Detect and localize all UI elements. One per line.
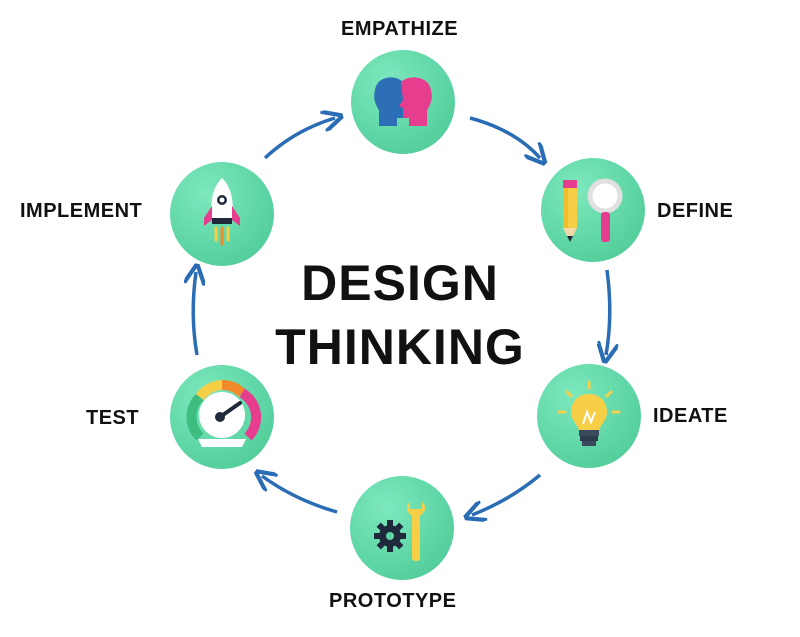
arrow-test-to-implement	[193, 272, 197, 356]
stage-label-test: TEST	[86, 407, 140, 429]
arrow-prototype-to-test	[262, 476, 338, 514]
prototype-circle	[350, 476, 454, 580]
stage-label-empathize: EMPATHIZE	[341, 18, 459, 40]
gear-wrench-icon	[374, 502, 425, 561]
arrow-ideate-to-prototype	[472, 473, 542, 515]
implement-circle	[170, 162, 274, 266]
test-circle	[170, 365, 274, 469]
stage-label-ideate: IDEATE	[653, 405, 728, 427]
arrow-define-to-ideate	[606, 269, 610, 355]
stage-label-define: DEFINE	[657, 200, 734, 222]
lightbulb-icon	[557, 380, 621, 446]
title-line-1: DESIGN	[301, 255, 499, 311]
ideate-circle	[537, 364, 641, 468]
empathize-circle	[351, 50, 455, 154]
arrow-implement-to-empathize	[263, 118, 335, 160]
define-circle	[541, 158, 645, 262]
two-heads-icon	[374, 77, 432, 126]
pencil-magnifier-icon	[563, 178, 623, 242]
title-line-2: THINKING	[275, 319, 525, 375]
stage-label-prototype: PROTOTYPE	[329, 590, 457, 612]
stage-label-implement: IMPLEMENT	[20, 200, 143, 222]
arrow-empathize-to-define	[469, 116, 540, 158]
rocket-icon	[204, 178, 240, 246]
gauge-icon	[186, 380, 262, 447]
